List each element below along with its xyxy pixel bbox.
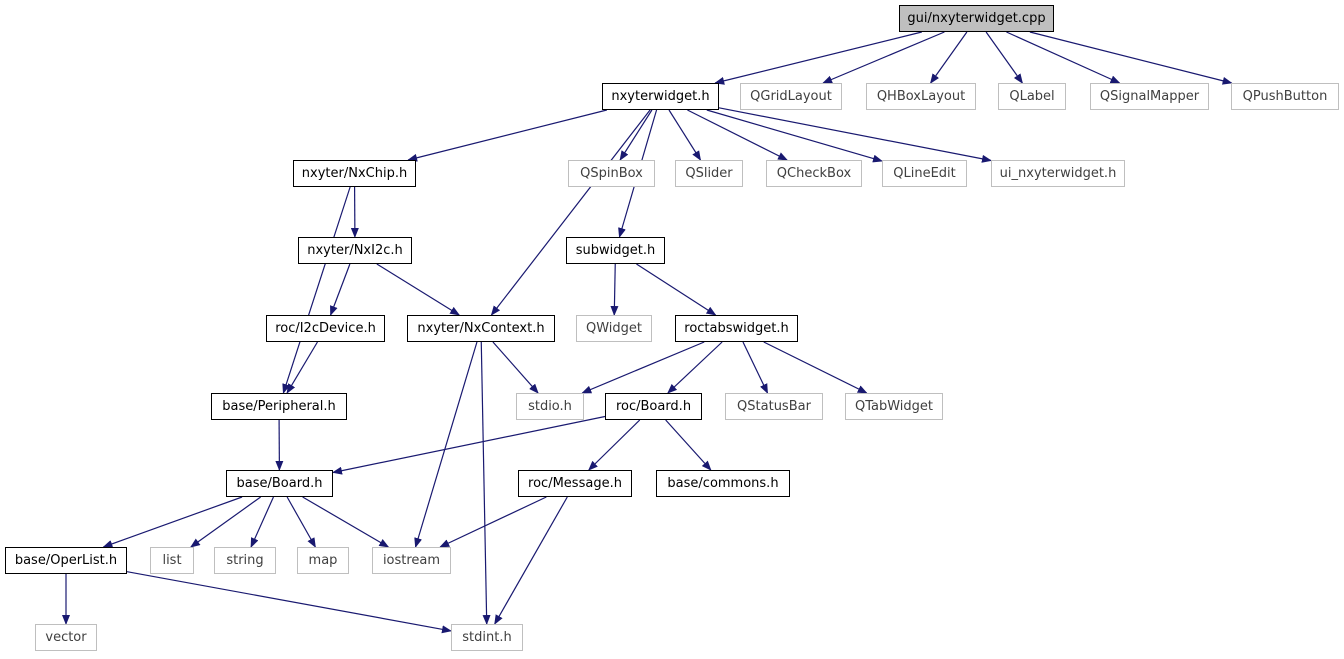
edge-root-to-qpushbutton xyxy=(1029,31,1233,85)
node-qtabwidget: QTabWidget xyxy=(845,393,943,420)
node-stdint-h: stdint.h xyxy=(451,624,523,651)
edge-roctabswidget-to-qstatusbar xyxy=(742,341,769,394)
node-qslider: QSlider xyxy=(675,160,743,187)
node-roc-message-h[interactable]: roc/Message.h xyxy=(518,470,632,497)
edge-nxyterwidget_h-to-qslider xyxy=(668,109,702,161)
edge-base_board-to-map xyxy=(286,496,316,548)
node-qwidget: QWidget xyxy=(576,315,652,342)
node-vector: vector xyxy=(35,624,97,651)
edge-nxyterwidget_h-to-qlineedit xyxy=(706,109,883,163)
edge-subwidget-to-roctabswidget xyxy=(636,263,717,316)
edge-base_board-to-string xyxy=(250,496,274,548)
node-subwidget-h[interactable]: subwidget.h xyxy=(566,237,665,264)
node-qspinbox: QSpinBox xyxy=(568,160,655,187)
edge-root-to-qhboxlayout xyxy=(930,31,968,84)
edge-nxyterwidget_h-to-nxcontext xyxy=(490,109,651,316)
node-base-board-h[interactable]: base/Board.h xyxy=(226,470,333,497)
edge-roc_board-to-base_board xyxy=(332,415,606,475)
node-roc-board-h[interactable]: roc/Board.h xyxy=(605,393,702,420)
edge-roctabswidget-to-qtabwidget xyxy=(763,341,868,394)
node-qsignalmapper: QSignalMapper xyxy=(1090,83,1209,110)
edge-roc_board-to-roc_message xyxy=(588,419,641,471)
edge-nxchip-to-peripheral xyxy=(282,186,351,394)
node-list: list xyxy=(150,547,194,574)
edge-nxi2c-to-nxcontext xyxy=(376,263,461,316)
edge-nxi2c-to-i2cdevice xyxy=(330,263,351,316)
node-base-operlist-h[interactable]: base/OperList.h xyxy=(5,547,127,574)
edge-roctabswidget-to-stdio xyxy=(581,341,705,394)
edge-root-to-qlabel xyxy=(985,31,1023,84)
node-base-commons-h[interactable]: base/commons.h xyxy=(656,470,790,497)
edge-root-to-qsignalmapper xyxy=(1006,31,1121,84)
edge-nxcontext-to-iostream xyxy=(414,341,478,548)
edge-base_board-to-list xyxy=(190,496,262,548)
edge-subwidget-to-qwidget xyxy=(610,263,619,316)
node-stdio-h: stdio.h xyxy=(516,393,584,420)
edge-nxcontext-to-stdio xyxy=(492,341,539,394)
edge-roc_message-to-iostream xyxy=(439,496,547,548)
edge-nxcontext-to-stdint xyxy=(480,341,491,625)
edge-roctabswidget-to-roc_board xyxy=(667,341,723,394)
node-qhboxlayout: QHBoxLayout xyxy=(866,83,976,110)
edge-root-to-nxyterwidget_h xyxy=(714,31,922,85)
edge-roc_message-to-stdint xyxy=(494,496,568,625)
node-nxyter-nxi2c-h[interactable]: nxyter/NxI2c.h xyxy=(298,237,412,264)
node-ui-nxyterwidget-h: ui_nxyterwidget.h xyxy=(991,160,1125,187)
edge-nxyterwidget_h-to-ui_nxyterwidget xyxy=(718,107,992,163)
edge-i2cdevice-to-peripheral xyxy=(286,341,318,394)
node-iostream: iostream xyxy=(372,547,451,574)
node-qpushbutton: QPushButton xyxy=(1231,83,1339,110)
edge-nxyterwidget_h-to-qspinbox xyxy=(619,109,653,161)
edge-base_board-to-operlist xyxy=(102,496,243,548)
edge-nxyterwidget_h-to-qcheckbox xyxy=(687,109,788,161)
node-nxyter-nxchip-h[interactable]: nxyter/NxChip.h xyxy=(293,160,416,187)
edge-base_board-to-iostream xyxy=(302,496,390,548)
node-gui-nxyterwidget-cpp: gui/nxyterwidget.cpp xyxy=(899,5,1054,32)
node-qcheckbox: QCheckBox xyxy=(766,160,862,187)
node-nxyterwidget-h[interactable]: nxyterwidget.h xyxy=(602,83,719,110)
node-map: map xyxy=(297,547,349,574)
node-nxyter-nxcontext-h[interactable]: nxyter/NxContext.h xyxy=(407,315,555,342)
edge-operlist-to-stdint xyxy=(126,571,452,634)
edge-roc_board-to-base_commons xyxy=(665,419,712,471)
node-base-peripheral-h[interactable]: base/Peripheral.h xyxy=(211,393,347,420)
node-qstatusbar: QStatusBar xyxy=(725,393,823,420)
node-qgridlayout: QGridLayout xyxy=(740,83,842,110)
edge-nxyterwidget_h-to-nxchip xyxy=(407,109,607,162)
node-string: string xyxy=(214,547,276,574)
node-roc-i2cdevice-h[interactable]: roc/I2cDevice.h xyxy=(266,315,385,342)
node-qlabel: QLabel xyxy=(998,83,1066,110)
edge-root-to-qgridlayout xyxy=(822,31,945,84)
node-roctabswidget-h[interactable]: roctabswidget.h xyxy=(675,315,798,342)
node-qlineedit: QLineEdit xyxy=(882,160,967,187)
